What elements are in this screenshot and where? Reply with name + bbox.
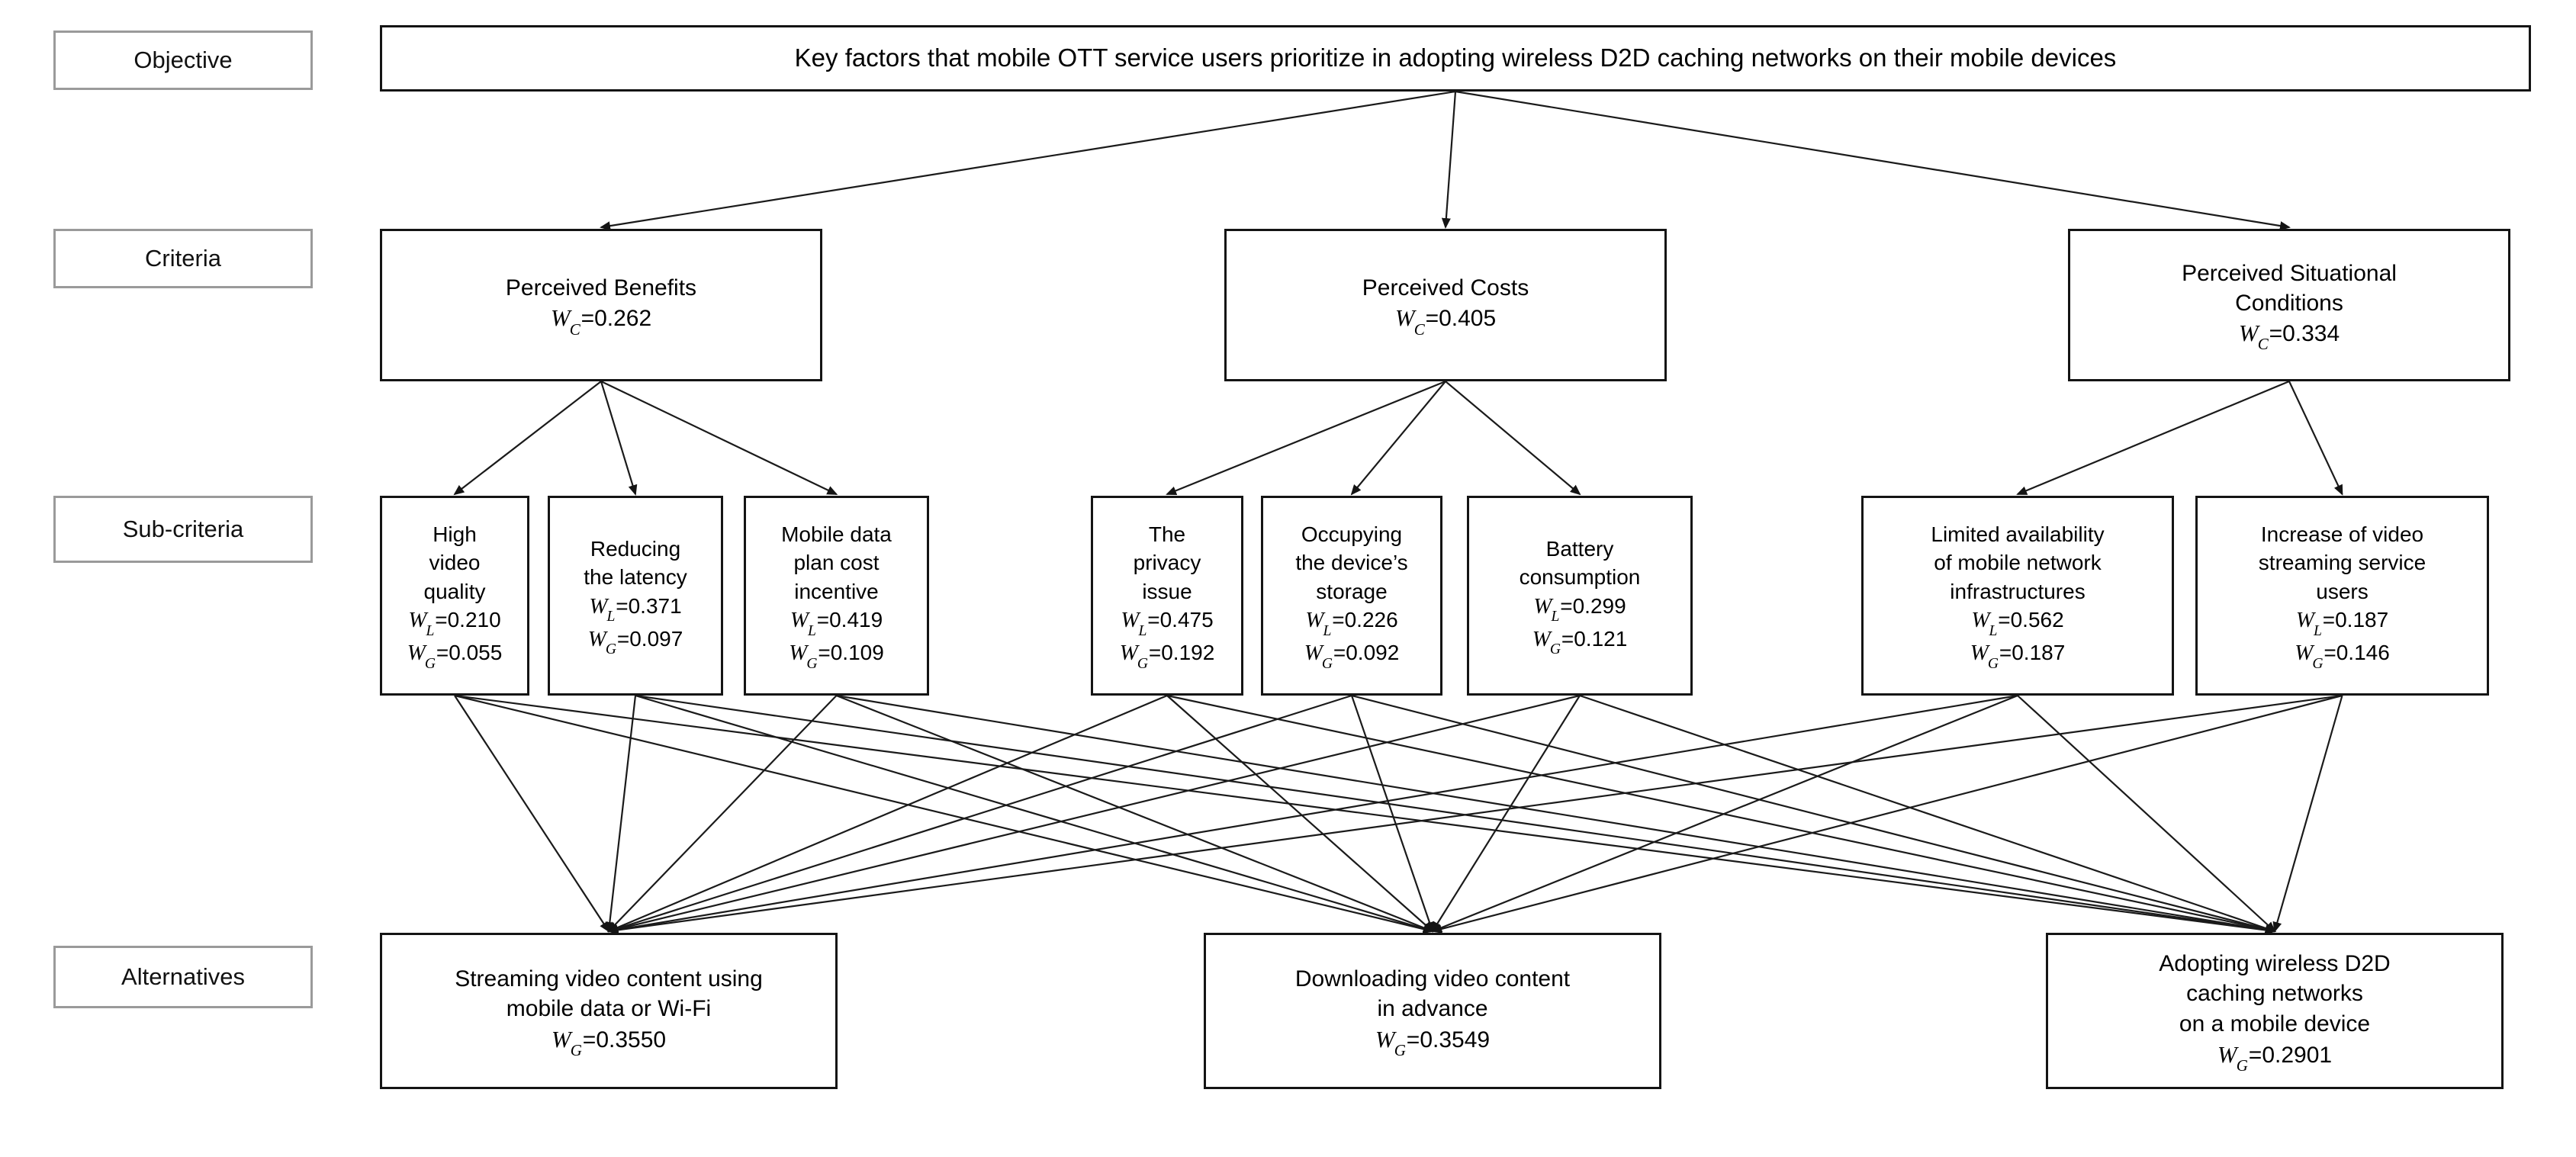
alternative-title-line-1: Downloading video content xyxy=(1294,966,1571,991)
subcriteria-node-occupying-the-devices-storage: Occupying the device’s storage WL=0.226 … xyxy=(1261,496,1442,696)
subcriteria-local-weight: WL=0.371 xyxy=(589,593,682,625)
subcriteria-global-weight: WG=0.187 xyxy=(1970,641,2066,672)
criteria-title-line-1: Perceived Benefits xyxy=(505,275,697,301)
subcriteria-node-reducing-the-latency: Reducing the latency WL=0.371 WG=0.097 xyxy=(548,496,723,696)
subcriteria-node-limited-availability-of-mobile-network-infrastructures: Limited availability of mobile network i… xyxy=(1861,496,2174,696)
criteria-title-line-2: Conditions xyxy=(2235,290,2343,316)
alternative-node-streaming-video-content: Streaming video content using mobile dat… xyxy=(380,933,838,1089)
criteria-title-line-1: Perceived Costs xyxy=(1362,275,1529,301)
subcriteria-local-weight: WL=0.210 xyxy=(408,608,501,639)
subcriteria-title-line-2: the latency xyxy=(584,565,687,590)
subcriteria-local-weight: WL=0.475 xyxy=(1121,608,1214,639)
subcriteria-title-line-1: The xyxy=(1148,522,1186,546)
criteria-weight: WC=0.405 xyxy=(1394,304,1497,339)
row-label-criteria-text: Criteria xyxy=(145,245,221,272)
alternative-title-line-1: Streaming video content using xyxy=(455,966,763,991)
alternative-node-adopting-wireless-d2d-caching: Adopting wireless D2D caching networks o… xyxy=(2046,933,2504,1089)
subcriteria-global-weight: WG=0.092 xyxy=(1304,641,1400,672)
subcriteria-global-weight: WG=0.121 xyxy=(1532,626,1628,658)
subcriteria-global-weight: WG=0.055 xyxy=(407,641,503,672)
subcriteria-node-high-video-quality: High video quality WL=0.210 WG=0.055 xyxy=(380,496,529,696)
row-label-subcriteria: Sub-criteria xyxy=(53,496,313,563)
subcriteria-title-line-1: Reducing xyxy=(590,536,681,561)
row-label-alternatives: Alternatives xyxy=(53,946,313,1008)
subcriteria-global-weight: WG=0.097 xyxy=(587,626,683,658)
subcriteria-title-line-3: incentive xyxy=(794,579,879,603)
subcriteria-title-line-3: infrastructures xyxy=(1950,579,2086,603)
subcriteria-title-line-3: quality xyxy=(423,579,486,603)
subcriteria-title-line-2: streaming service xyxy=(2258,551,2426,575)
subcriteria-local-weight: WL=0.187 xyxy=(2295,608,2389,639)
subcriteria-local-weight: WL=0.226 xyxy=(1305,608,1398,639)
row-label-alternatives-text: Alternatives xyxy=(121,963,245,990)
subcriteria-node-battery-consumption: Battery consumption WL=0.299 WG=0.121 xyxy=(1467,496,1693,696)
alternative-global-weight: WG=0.3550 xyxy=(551,1025,667,1059)
criteria-weight: WC=0.262 xyxy=(550,304,652,339)
alternative-title-line-3: on a mobile device xyxy=(2179,1011,2371,1036)
subcriteria-title-line-1: Battery xyxy=(1545,536,1614,561)
subcriteria-global-weight: WG=0.146 xyxy=(2295,641,2390,672)
alternative-global-weight: WG=0.2901 xyxy=(2217,1040,2333,1075)
subcriteria-global-weight: WG=0.109 xyxy=(789,641,884,672)
subcriteria-title-line-2: consumption xyxy=(1519,565,1641,590)
criteria-node-perceived-costs: Perceived Costs WC=0.405 xyxy=(1224,229,1667,381)
subcriteria-title-line-1: Occupying xyxy=(1301,522,1403,546)
alternative-global-weight: WG=0.3549 xyxy=(1375,1025,1491,1059)
subcriteria-title-line-2: plan cost xyxy=(793,551,880,575)
criteria-node-perceived-situational-conditions: Perceived Situational Conditions WC=0.33… xyxy=(2068,229,2510,381)
criteria-weight: WC=0.334 xyxy=(2238,319,2340,354)
row-label-objective-text: Objective xyxy=(133,47,233,73)
subcriteria-node-increase-of-video-streaming-service-users: Increase of video streaming service user… xyxy=(2195,496,2489,696)
subcriteria-title-line-3: storage xyxy=(1316,579,1388,603)
subcriteria-title-line-3: issue xyxy=(1142,579,1192,603)
row-label-criteria: Criteria xyxy=(53,229,313,288)
objective-text: Key factors that mobile OTT service user… xyxy=(794,43,2117,72)
subcriteria-local-weight: WL=0.419 xyxy=(790,608,883,639)
subcriteria-title-line-2: the device’s xyxy=(1295,551,1408,575)
subcriteria-title-line-1: Mobile data xyxy=(781,522,892,546)
row-label-subcriteria-text: Sub-criteria xyxy=(122,516,244,542)
subcriteria-global-weight: WG=0.192 xyxy=(1119,641,1215,672)
alternative-title-line-1: Adopting wireless D2D xyxy=(2159,950,2391,976)
subcriteria-title-line-2: of mobile network xyxy=(1934,551,2102,575)
criteria-title-line-1: Perceived Situational xyxy=(2182,260,2397,286)
subcriteria-local-weight: WL=0.299 xyxy=(1533,593,1626,625)
alternative-node-downloading-video-content: Downloading video content in advance WG=… xyxy=(1204,933,1661,1089)
objective-node: Key factors that mobile OTT service user… xyxy=(380,25,2531,92)
subcriteria-title-line-1: High xyxy=(433,522,477,546)
alternative-title-line-2: mobile data or Wi-Fi xyxy=(506,996,712,1022)
subcriteria-node-the-privacy-issue: The privacy issue WL=0.475 WG=0.192 xyxy=(1091,496,1243,696)
criteria-node-perceived-benefits: Perceived Benefits WC=0.262 xyxy=(380,229,822,381)
subcriteria-title-line-2: privacy xyxy=(1133,551,1201,575)
alternative-title-line-2: in advance xyxy=(1377,996,1488,1022)
subcriteria-title-line-1: Limited availability xyxy=(1931,522,2105,546)
subcriteria-node-mobile-data-plan-cost-incentive: Mobile data plan cost incentive WL=0.419… xyxy=(744,496,929,696)
subcriteria-title-line-1: Increase of video xyxy=(2260,522,2424,546)
subcriteria-title-line-2: video xyxy=(429,551,481,575)
row-label-objective: Objective xyxy=(53,31,313,90)
subcriteria-title-line-3: users xyxy=(2316,579,2369,603)
alternative-title-line-2: caching networks xyxy=(2186,981,2363,1007)
subcriteria-local-weight: WL=0.562 xyxy=(1971,608,2064,639)
